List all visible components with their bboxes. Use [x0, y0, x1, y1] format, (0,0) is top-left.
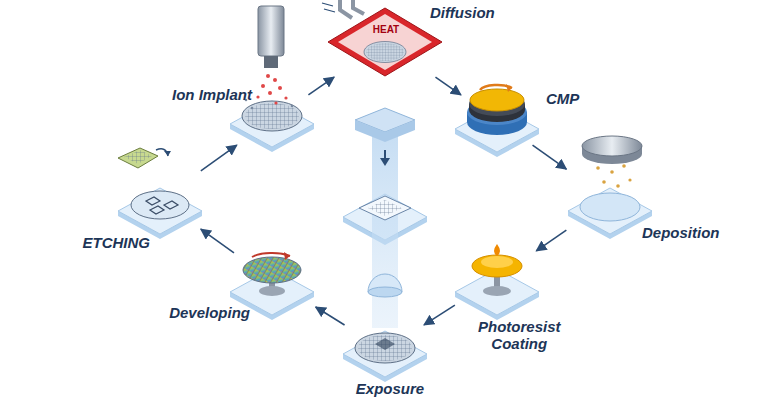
- process-step: ETCHING: [118, 172, 202, 228]
- process-step: Ion Implant: [230, 96, 314, 144]
- flow-arrow: [435, 77, 460, 95]
- step-label: CMP: [546, 90, 579, 107]
- process-step: CMP: [455, 96, 539, 144]
- process-step: Photoresist Coating: [455, 252, 539, 304]
- step-label: ETCHING: [83, 234, 151, 251]
- step-label: Deposition: [642, 224, 720, 241]
- step-label: Diffusion: [430, 4, 495, 21]
- flow-arrow: [533, 145, 567, 169]
- flow-arrow: [424, 305, 455, 325]
- process-step: Deposition: [568, 170, 652, 230]
- process-step: Diffusion: [327, 8, 443, 76]
- step-label: Exposure: [356, 380, 424, 397]
- step-label: Ion Implant: [172, 86, 252, 103]
- flow-arrow: [201, 229, 234, 253]
- flow-arrow: [308, 77, 334, 95]
- flow-arrow: [536, 230, 566, 251]
- heater-label: HEAT: [373, 24, 399, 35]
- step-label: Photoresist Coating: [478, 318, 561, 353]
- step-label: Developing: [169, 304, 250, 321]
- flow-arrow: [201, 145, 237, 171]
- flow-arrow: [316, 307, 345, 325]
- process-step: Developing: [230, 254, 314, 306]
- process-step: Exposure: [343, 326, 427, 374]
